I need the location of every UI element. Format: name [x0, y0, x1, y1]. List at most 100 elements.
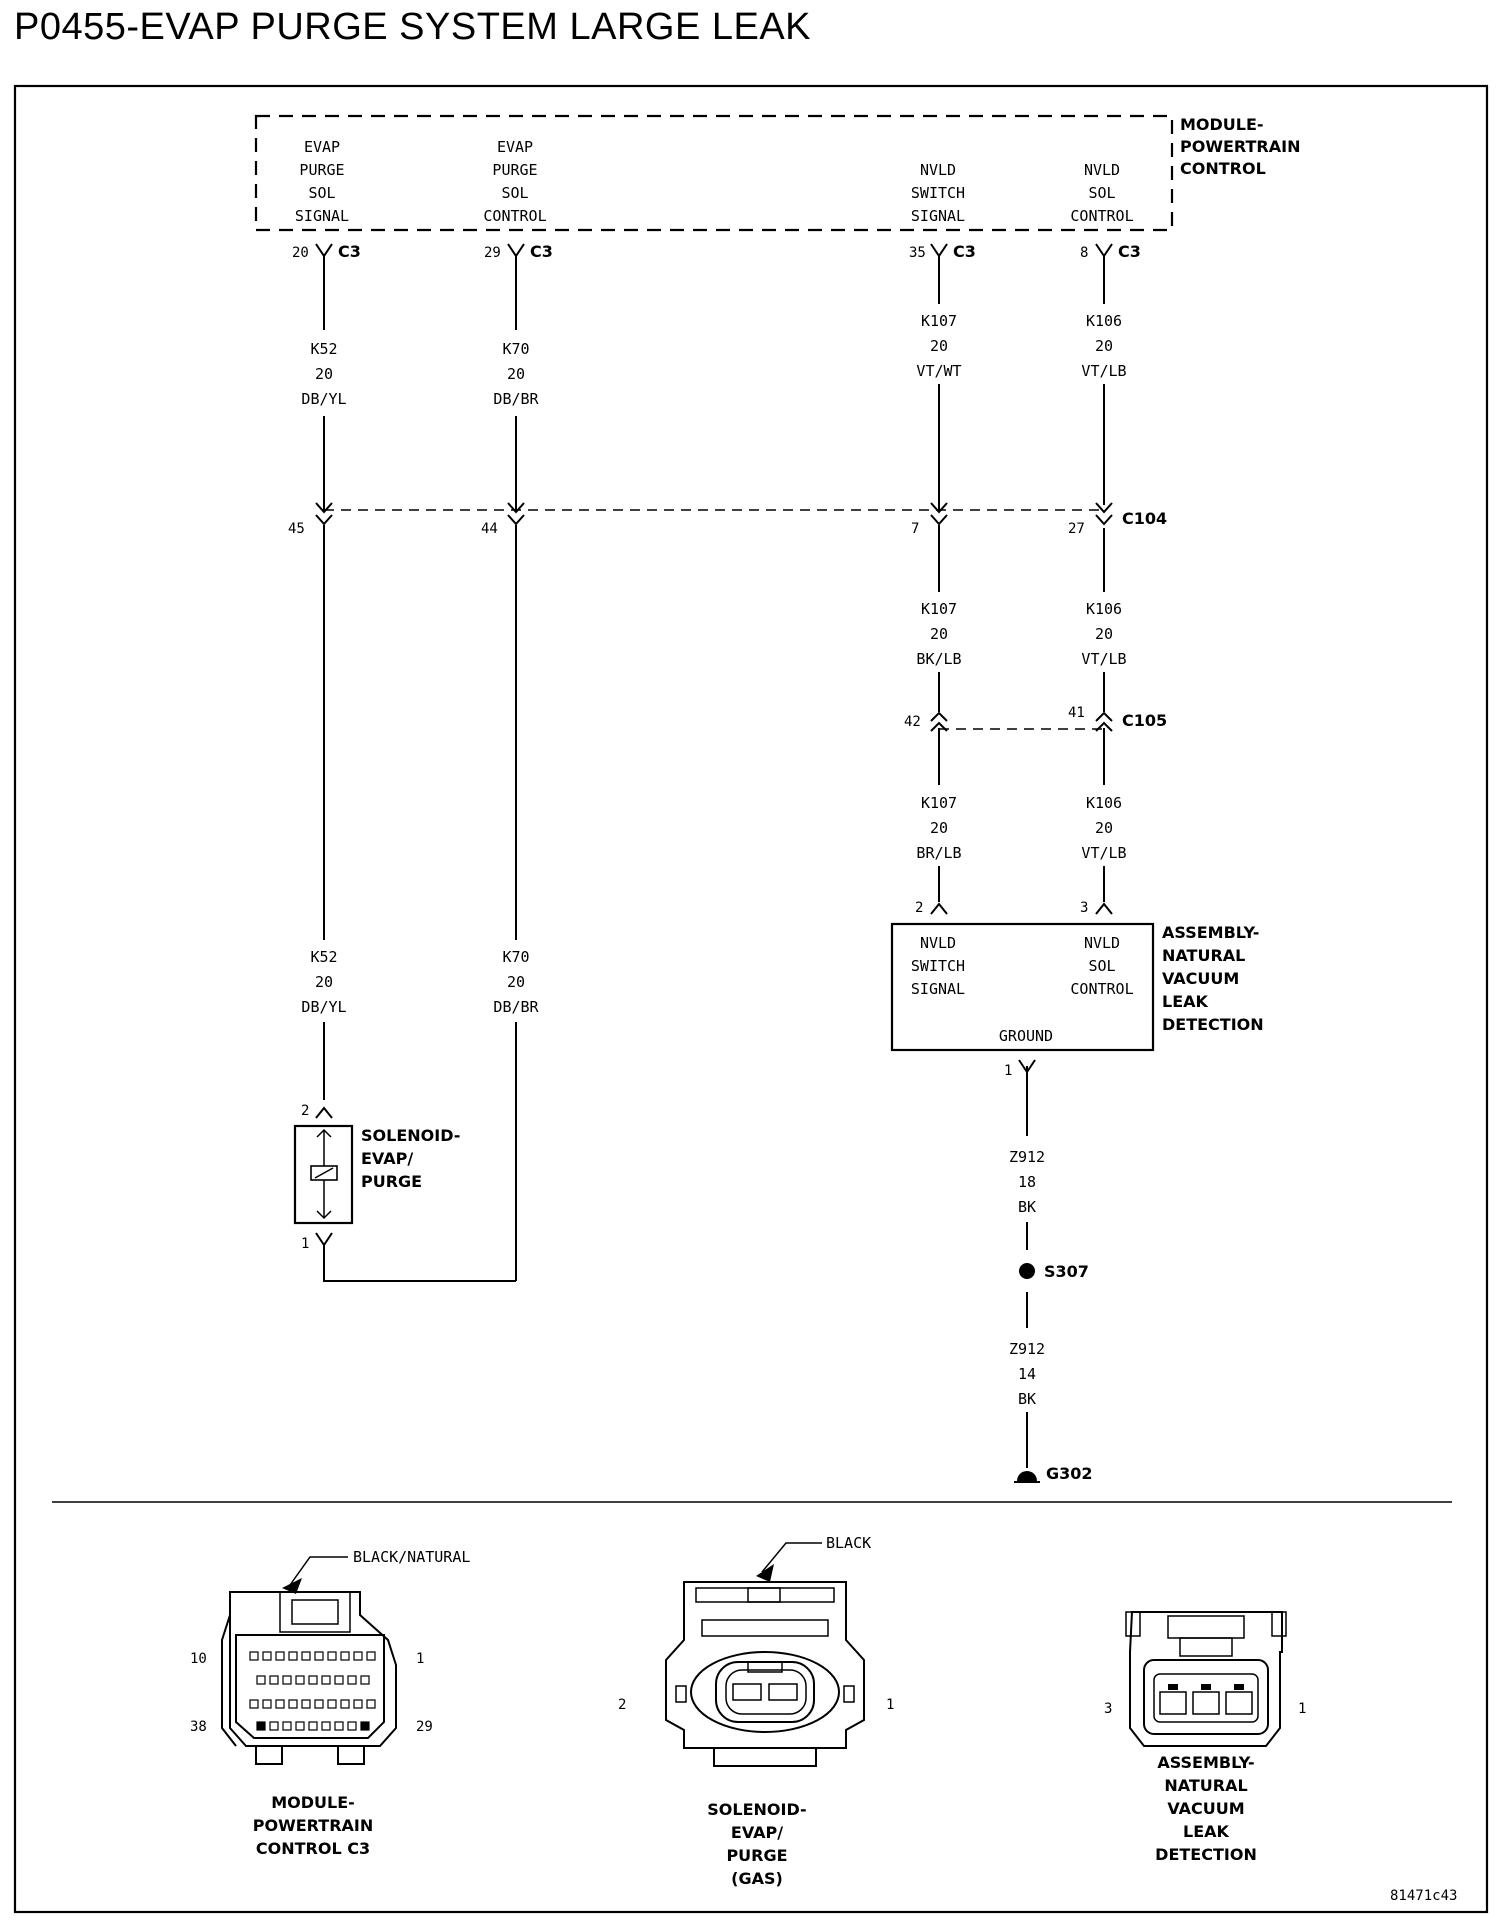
terminal-symbol: [930, 721, 948, 732]
view-name-line: POWERTRAIN: [253, 1816, 373, 1835]
wire-circuit: Z912: [1009, 1340, 1045, 1358]
terminal-cavity: [353, 1651, 363, 1661]
wire-labels: K52 20 DB/YL K70 20 DB/BR K107 20 VT/WT …: [301, 312, 1126, 1408]
wire-color: VT/LB: [1081, 844, 1126, 862]
leader-line: [761, 1542, 822, 1573]
leader-arrow: [756, 1564, 774, 1582]
nvld-pin-label: SIGNAL: [911, 980, 965, 998]
housing-outline: [229, 1591, 397, 1747]
terminal-symbol: [315, 502, 333, 514]
view-name-line: MODULE-: [271, 1793, 355, 1812]
latch: [279, 1591, 351, 1633]
terminal-cavity: [275, 1699, 285, 1709]
wire-gauge: 20: [1095, 819, 1113, 837]
wire-color: BK: [1018, 1390, 1036, 1408]
connector-c105: 42 41 C105: [904, 705, 1167, 732]
view-name-line: ASSEMBLY-: [1157, 1753, 1254, 1772]
pcm-pin-label: EVAP: [497, 138, 533, 156]
terminal-cavity: [327, 1699, 337, 1709]
view-name-line: NATURAL: [1164, 1776, 1247, 1795]
nvld-pin-label: SOL: [1088, 957, 1115, 975]
nvld-name-line: NATURAL: [1162, 946, 1245, 965]
terminal-cavity: [366, 1699, 376, 1709]
wires: [323, 256, 1105, 1468]
terminal-cavity: [327, 1651, 337, 1661]
solenoid-name-line: SOLENOID-: [361, 1126, 460, 1145]
wire-circuit: K107: [921, 312, 957, 330]
nvld-box: [890, 922, 1155, 1052]
pin-grid: [249, 1651, 376, 1731]
nvld-connector-view: 3 1 ASSEMBLY- NATURAL VACUUM LEAK DETECT…: [1104, 1611, 1306, 1864]
nvld-name-line: DETECTION: [1162, 1015, 1264, 1034]
cavity-number: 27: [1068, 521, 1085, 537]
connector-id: C3: [1118, 242, 1141, 261]
wire-gauge: 20: [930, 337, 948, 355]
cavity-number: 44: [481, 521, 498, 537]
terminal-cavity: [1159, 1691, 1187, 1715]
terminal-cavity: [249, 1699, 259, 1709]
latch-inner: [291, 1599, 339, 1625]
terminal-cavity: [308, 1721, 318, 1731]
pcm-boundary: [254, 114, 1174, 232]
cavity-block: [725, 1669, 807, 1715]
connector-id: C105: [1122, 711, 1167, 730]
pcm-pin-label: PURGE: [492, 161, 537, 179]
figure-id: 81471c43: [1390, 1888, 1457, 1904]
pin-number: 29: [416, 1719, 433, 1735]
pcm-name: MODULE- POWERTRAIN CONTROL: [1180, 115, 1300, 178]
view-name-line: EVAP/: [731, 1823, 783, 1842]
terminal-symbol: [930, 243, 948, 258]
terminal-symbol: [1095, 721, 1113, 732]
view-name-line: LEAK: [1183, 1822, 1230, 1841]
leader-line: [289, 1556, 348, 1586]
solenoid-arrow: [316, 1128, 332, 1138]
terminal-symbol: [507, 514, 525, 526]
wire-circuit: Z912: [1009, 1148, 1045, 1166]
pin-number: 1: [886, 1697, 894, 1713]
leader-arrow: [282, 1578, 302, 1594]
wire-color: BR/LB: [916, 844, 961, 862]
wire-circuit: K52: [310, 948, 337, 966]
terminal-key: [1234, 1684, 1244, 1690]
wire-color: VT/LB: [1081, 650, 1126, 668]
pcm-c3-terminals: 20 C3 29 C3 35 C3 8 C3: [292, 242, 1141, 261]
cavity-block: [1153, 1673, 1259, 1723]
terminal-symbol: [1095, 902, 1113, 915]
connector-id: C3: [953, 242, 976, 261]
terminal-symbol: [1095, 243, 1113, 258]
page-title: P0455-EVAP PURGE SYSTEM LARGE LEAK: [14, 6, 812, 48]
terminal-cavity: [347, 1675, 357, 1685]
solenoid-body: [293, 1124, 354, 1225]
pcm-pin-label: EVAP: [304, 138, 340, 156]
terminal-cavity: [360, 1675, 370, 1685]
wire-gauge: 20: [930, 819, 948, 837]
terminal-cavity: [256, 1721, 266, 1731]
connector-c104: 45 44 7 27 C104: [288, 502, 1167, 537]
terminal-cavity: [269, 1675, 279, 1685]
view-name-line: SOLENOID-: [707, 1800, 806, 1819]
terminal-cavity: [295, 1721, 305, 1731]
terminal-cavity: [256, 1675, 266, 1685]
nvld-ground-label: GROUND: [999, 1027, 1053, 1045]
wire-circuit: K107: [921, 794, 957, 812]
view-name-line: PURGE: [726, 1846, 787, 1865]
wire-gauge: 20: [315, 973, 333, 991]
view-name-line: VACUUM: [1167, 1799, 1244, 1818]
view-name-line: CONTROL C3: [256, 1839, 370, 1858]
terminal-symbol: [930, 711, 948, 722]
pcm-pin-label: SOL: [1088, 184, 1115, 202]
seal-outer: [690, 1651, 840, 1733]
wire-gauge: 14: [1018, 1365, 1036, 1383]
terminal-cavity: [360, 1721, 370, 1731]
pin-number: 10: [190, 1651, 207, 1667]
pcm-name-line: POWERTRAIN: [1180, 137, 1300, 156]
pcm-pin-label: SWITCH: [911, 184, 965, 202]
wire-color: VT/WT: [916, 362, 961, 380]
terminal-cavity: [1225, 1691, 1253, 1715]
terminal-cavity: [353, 1699, 363, 1709]
terminal-symbol: [930, 514, 948, 526]
wire-gauge: 20: [507, 973, 525, 991]
wire-gauge: 20: [930, 625, 948, 643]
wire-circuit: K106: [1086, 794, 1122, 812]
